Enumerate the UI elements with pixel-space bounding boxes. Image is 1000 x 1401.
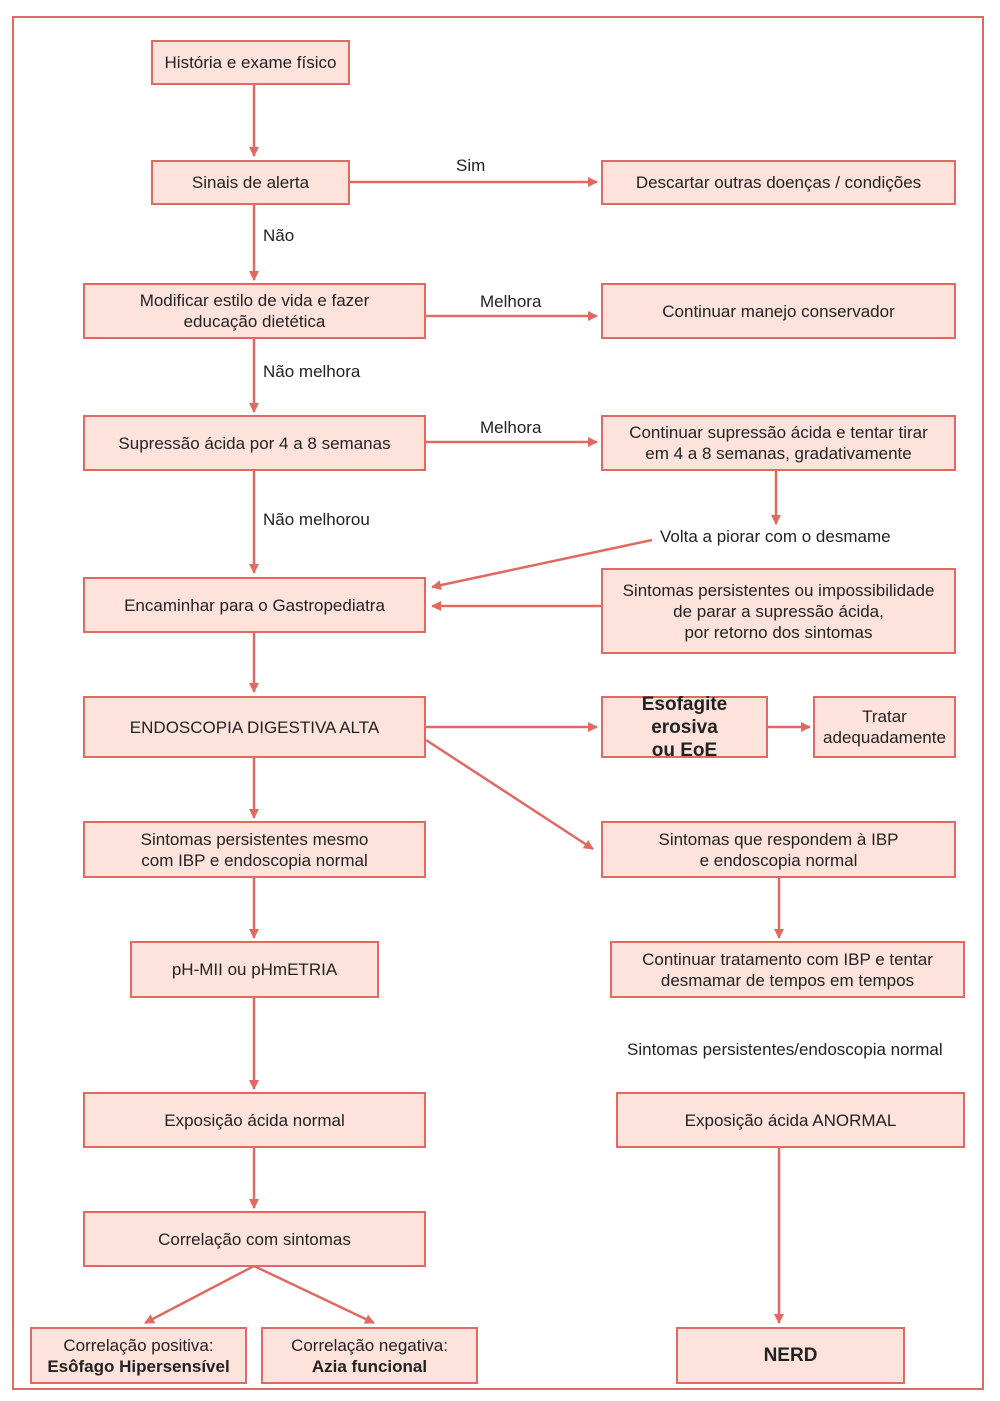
box-correlacao-negativa: Correlação negativa: Azia funcional bbox=[261, 1327, 478, 1384]
arrow-correlacao-positiva bbox=[144, 1264, 255, 1325]
box-continuar-manejo: Continuar manejo conservador bbox=[601, 283, 956, 339]
correlacao-negativa-result: Azia funcional bbox=[311, 1356, 428, 1376]
box-correlacao: Correlação com sintomas bbox=[83, 1211, 426, 1267]
diagram-frame bbox=[12, 16, 984, 1390]
box-encaminhar: Encaminhar para o Gastropediatra bbox=[83, 577, 426, 633]
box-continuar-supressao: Continuar supressão ácida e tentar tirar… bbox=[601, 415, 956, 471]
box-continuar-tratamento: Continuar tratamento com IBP e tentar de… bbox=[610, 941, 965, 998]
correlacao-positiva-title: Correlação positiva: bbox=[63, 1335, 214, 1355]
label-melhora-2: Melhora bbox=[480, 418, 542, 437]
label-nao-melhorou: Não melhorou bbox=[263, 510, 370, 529]
box-nerd: NERD bbox=[676, 1327, 905, 1384]
box-tratar: Tratar adequadamente bbox=[813, 696, 956, 758]
arrow-correlacao-negativa bbox=[253, 1264, 375, 1325]
box-supressao: Supressão ácida por 4 a 8 semanas bbox=[83, 415, 426, 471]
box-historia: História e exame físico bbox=[151, 40, 350, 85]
label-nao: Não bbox=[263, 226, 295, 245]
arrow-volta-encaminhar bbox=[431, 538, 653, 591]
box-sinais-alerta: Sinais de alerta bbox=[151, 160, 350, 205]
box-endoscopia: ENDOSCOPIA DIGESTIVA ALTA bbox=[83, 696, 426, 758]
label-sim: Sim bbox=[456, 156, 486, 175]
label-volta-piorar: Volta a piorar com o desmame bbox=[660, 527, 891, 546]
box-correlacao-positiva: Correlação positiva: Esôfago Hipersensív… bbox=[30, 1327, 247, 1384]
box-phmii: pH-MII ou pHmETRIA bbox=[130, 941, 379, 998]
box-esofagite: Esofagite erosiva ou EoE bbox=[601, 694, 768, 761]
box-modificar: Modificar estilo de vida e fazer educaçã… bbox=[83, 283, 426, 339]
box-descartar: Descartar outras doenças / condições bbox=[601, 160, 956, 205]
box-exposicao-anormal: Exposição ácida ANORMAL bbox=[616, 1092, 965, 1148]
label-sintomas-persistentes-endoscopia: Sintomas persistentes/endoscopia normal bbox=[627, 1040, 943, 1059]
label-nao-melhora: Não melhora bbox=[263, 362, 361, 381]
box-exposicao-normal: Exposição ácida normal bbox=[83, 1092, 426, 1148]
correlacao-positiva-result: Esôfago Hipersensível bbox=[47, 1356, 230, 1376]
box-sintomas-respondem: Sintomas que respondem à IBP e endoscopi… bbox=[601, 821, 956, 878]
box-sintomas-ibp-normal: Sintomas persistentes mesmo com IBP e en… bbox=[83, 821, 426, 878]
correlacao-negativa-title: Correlação negativa: bbox=[291, 1335, 448, 1355]
box-sintomas-impossibilidade: Sintomas persistentes ou impossibilidade… bbox=[601, 568, 956, 654]
arrow-endoscopia-respondem bbox=[425, 738, 594, 851]
label-melhora-1: Melhora bbox=[480, 292, 542, 311]
